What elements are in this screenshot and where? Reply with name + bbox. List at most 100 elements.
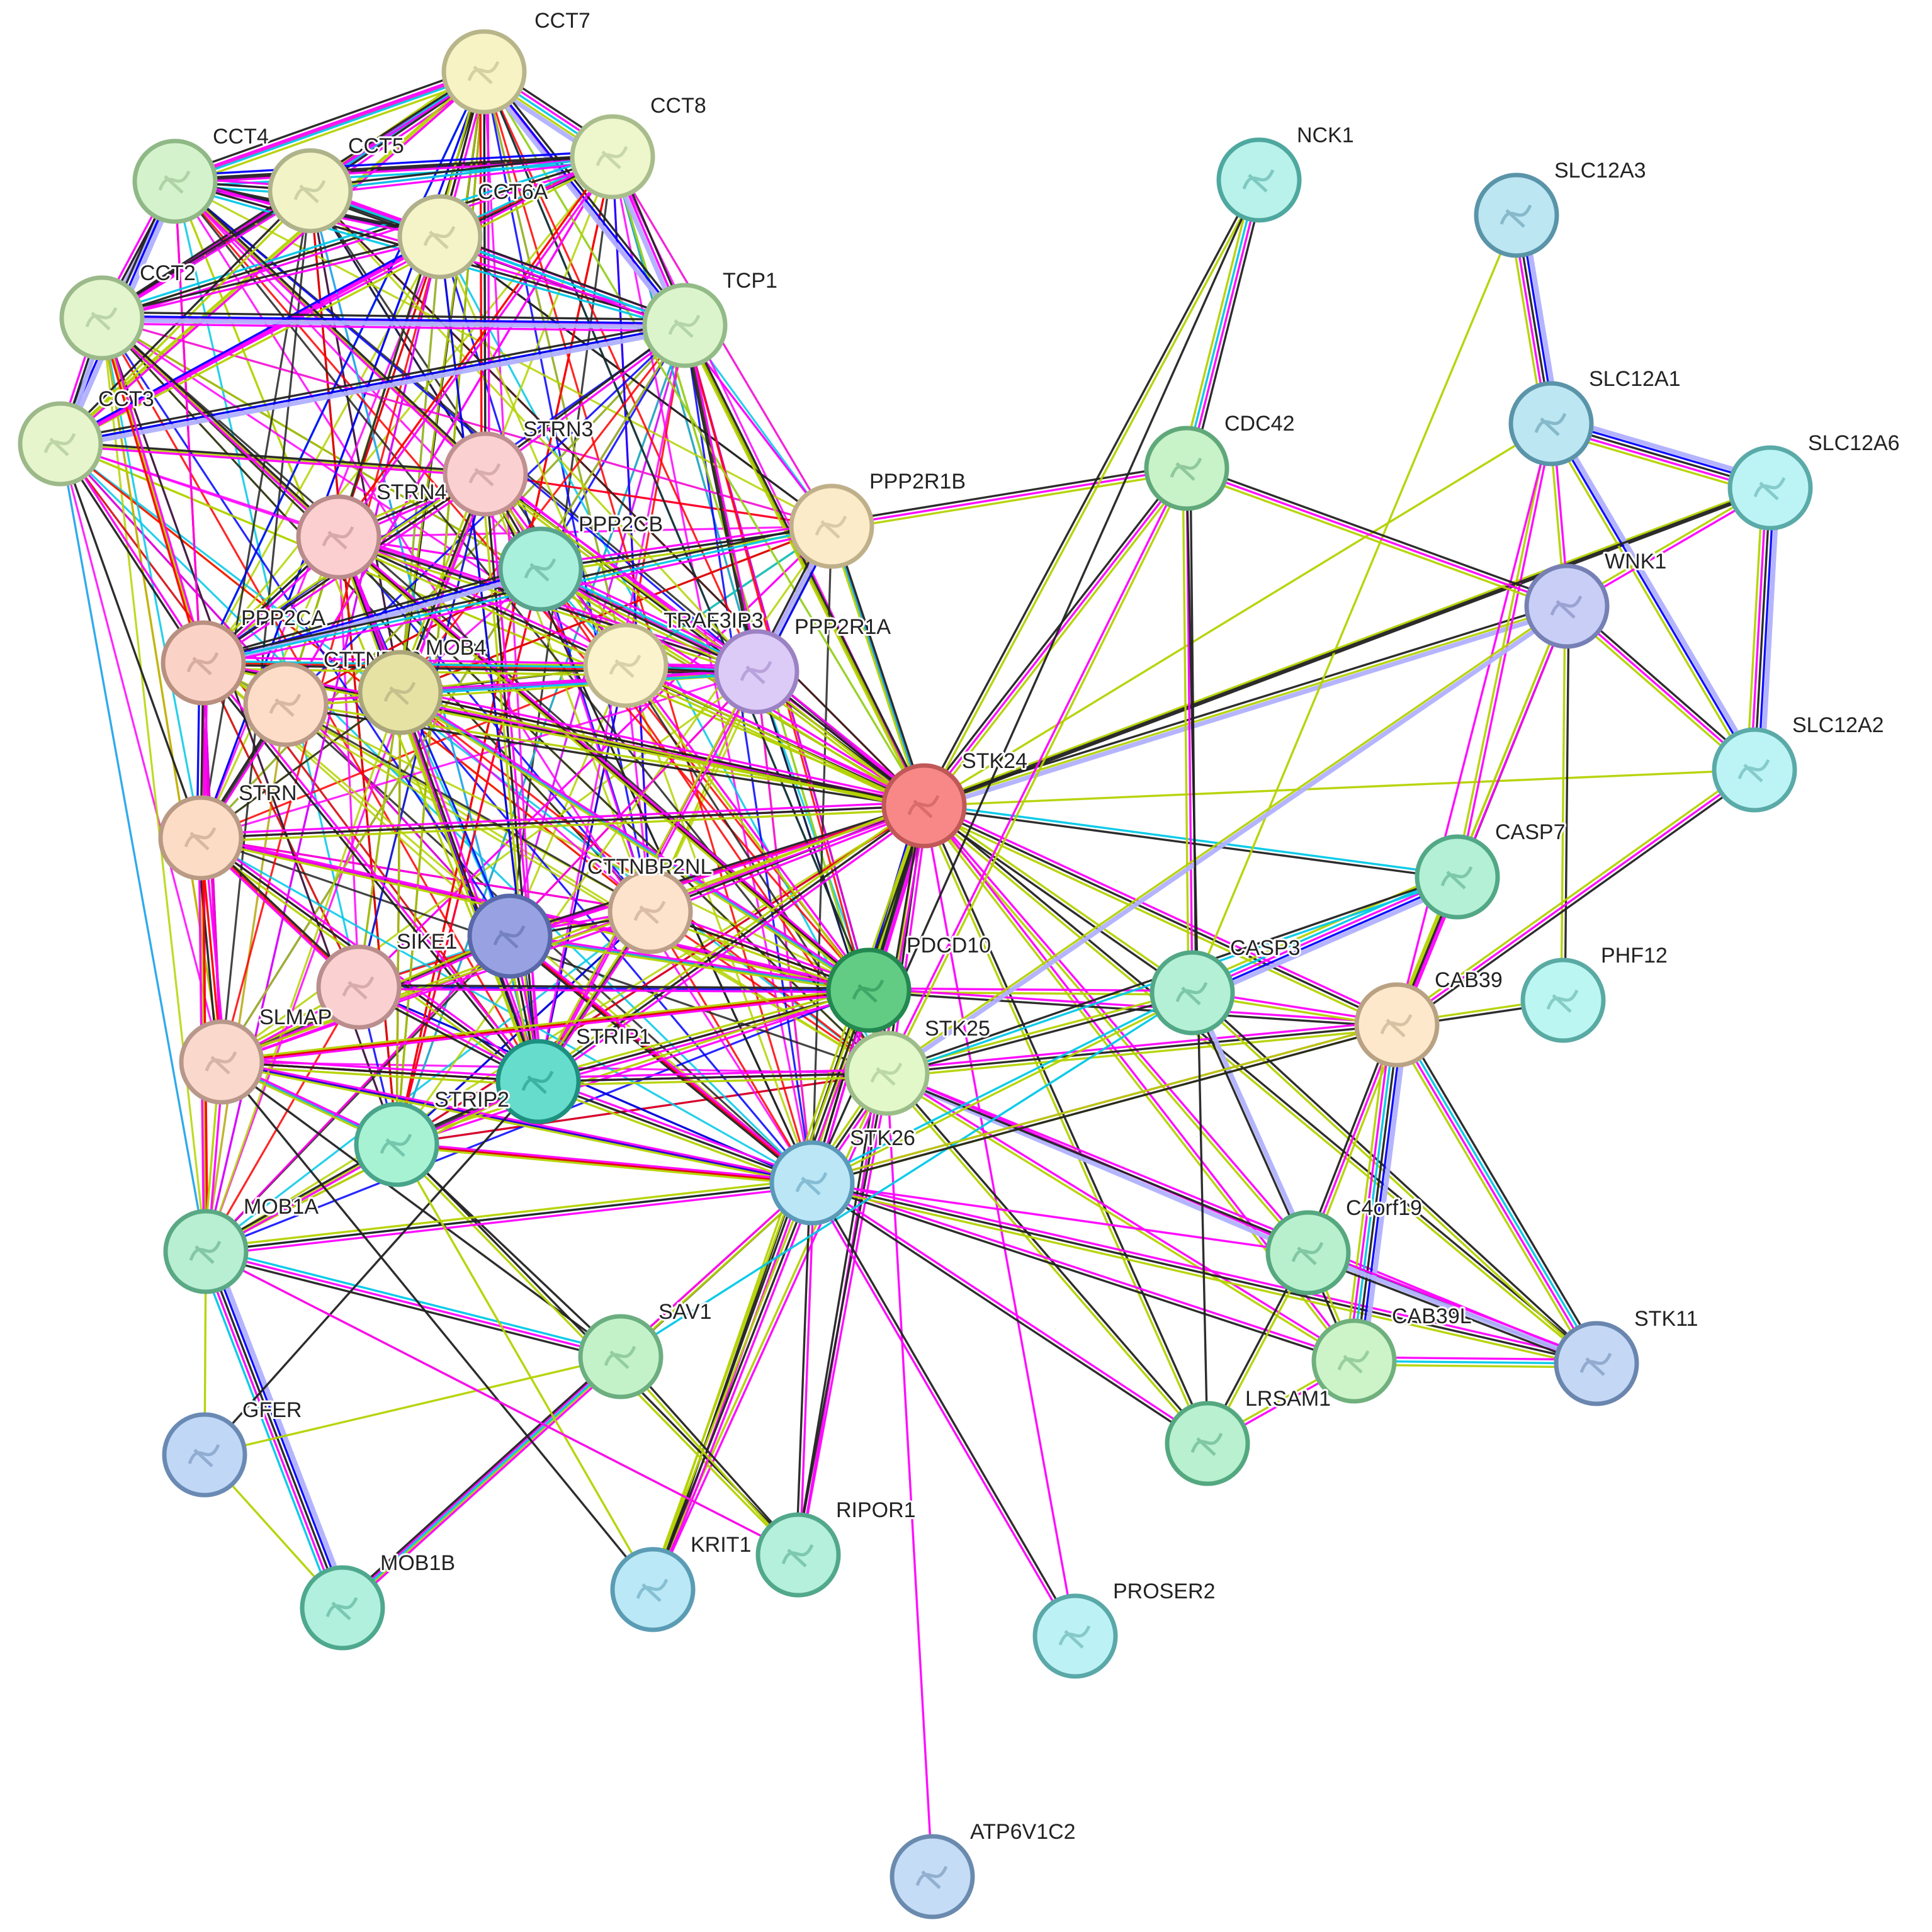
node-cab39l[interactable]: CAB39L: [1311, 1302, 1474, 1404]
node-tcp1[interactable]: TCP1: [642, 267, 779, 368]
node-strn4[interactable]: STRN4: [296, 478, 448, 580]
edge-line: [200, 801, 924, 835]
edge-line: [924, 803, 1599, 1363]
node-ripor1[interactable]: RIPOR1: [755, 1496, 918, 1598]
edge-line: [198, 1253, 337, 1611]
node-krit1[interactable]: KRIT1: [610, 1531, 753, 1632]
edge-line: [1192, 990, 1599, 1364]
node-mob1a[interactable]: MOB1A: [163, 1193, 320, 1294]
node-cct7[interactable]: CCT7: [441, 7, 592, 115]
node-atp6v1c2[interactable]: ATP6V1C2: [890, 1818, 1078, 1919]
node-pdcd10[interactable]: PDCD10: [826, 932, 993, 1033]
node-lrsam1[interactable]: LRSAM1: [1165, 1385, 1333, 1486]
node-casp3[interactable]: CASP3: [1150, 934, 1302, 1036]
node-label: CCT3: [98, 387, 154, 411]
node-proser2[interactable]: PROSER2: [1032, 1578, 1217, 1679]
node-cct6a[interactable]: CCT6A: [397, 178, 550, 280]
edge-line: [102, 315, 686, 325]
node-traf3ip3[interactable]: TRAF3IP3: [583, 607, 765, 708]
node-phf12[interactable]: PHF12: [1520, 942, 1669, 1043]
node-ppp2ca[interactable]: PPP2CA: [161, 604, 327, 706]
edge-line: [536, 1084, 811, 1188]
node-cab39[interactable]: CAB39: [1354, 966, 1505, 1068]
edge-line: [222, 1059, 813, 1182]
node-cct5[interactable]: CCT5: [268, 132, 406, 234]
edge-line: [60, 443, 339, 538]
edge-line: [1192, 991, 1313, 1253]
edge-line: [831, 467, 1187, 528]
node-stk24[interactable]: STK24: [881, 747, 1029, 849]
node-slmap[interactable]: SLMAP: [179, 1003, 334, 1105]
edge-line: [359, 984, 869, 990]
node-cct3[interactable]: CCT3: [18, 385, 156, 487]
edge-line: [886, 1020, 1397, 1071]
node-slc12a3[interactable]: SLC12A3: [1474, 157, 1648, 258]
node-strip2[interactable]: STRIP2: [354, 1086, 511, 1187]
edge-line: [1749, 487, 1768, 770]
node-ppp2r1b[interactable]: PPP2R1B: [789, 468, 968, 569]
node-casp7[interactable]: CASP7: [1415, 818, 1568, 920]
edge-line: [395, 1143, 622, 1358]
protein-structure-icon: [1737, 759, 1770, 782]
edge-line: [399, 325, 686, 693]
node-slc12a6[interactable]: SLC12A6: [1727, 429, 1902, 531]
protein-structure-icon: [604, 1345, 636, 1369]
edge-line: [221, 670, 757, 1063]
node-stk26[interactable]: STK26: [769, 1124, 917, 1226]
edge-line: [885, 1073, 1309, 1257]
node-sav1[interactable]: SAV1: [578, 1298, 713, 1399]
node-label: CASP7: [1495, 820, 1566, 844]
node-ccdc[interactable]: [316, 944, 402, 1030]
protein-structure-icon: [1534, 412, 1567, 436]
node-ppp2r1a[interactable]: PPP2R1A: [714, 613, 893, 715]
node-strip1[interactable]: STRIP1: [495, 1023, 653, 1124]
node-cdc42[interactable]: CDC42: [1144, 410, 1296, 511]
node-nck1[interactable]: NCK1: [1216, 121, 1356, 223]
node-label: ATP6V1C2: [970, 1820, 1076, 1844]
edge-line: [1190, 872, 1457, 991]
node-slc12a1[interactable]: SLC12A1: [1508, 365, 1683, 466]
edge-line: [536, 985, 868, 1079]
protein-structure-icon: [1190, 1432, 1223, 1456]
edge-line: [309, 189, 925, 807]
edge-line: [59, 154, 613, 443]
node-label: TRAF3IP3: [664, 609, 764, 633]
node-cct4[interactable]: CCT4: [132, 123, 271, 224]
node-stk11[interactable]: STK11: [1554, 1305, 1700, 1406]
edge-line: [205, 1178, 812, 1249]
edge-line: [621, 1354, 801, 1555]
protein-structure-icon: [1753, 477, 1786, 500]
edge-line: [221, 987, 869, 1061]
protein-structure-icon: [158, 170, 191, 194]
protein-structure-icon: [521, 1070, 554, 1094]
node-cttnbp2nl[interactable]: CTTNBP2NL: [585, 853, 714, 954]
edge-line: [1547, 425, 1753, 772]
edge-line: [285, 703, 651, 913]
edge-line: [59, 443, 207, 1252]
node-stk25[interactable]: STK25: [844, 1015, 992, 1116]
node-ppp2cb[interactable]: PPP2CB: [498, 511, 665, 612]
node-mob4[interactable]: MOB4: [358, 634, 488, 735]
node-label: CDC42: [1224, 412, 1294, 436]
node-cct2[interactable]: CCT2: [59, 259, 198, 361]
edge-line: [1560, 606, 1566, 1000]
protein-structure-icon: [1440, 866, 1473, 890]
protein-structure-icon: [870, 1062, 903, 1086]
node-strn[interactable]: STRN: [158, 779, 299, 881]
edge-line: [60, 443, 486, 475]
node-c4orf19[interactable]: C4orf19: [1265, 1194, 1424, 1296]
node-sike1[interactable]: SIKE1: [395, 893, 553, 979]
node-gfer[interactable]: GFER: [162, 1396, 303, 1498]
node-strn3[interactable]: STRN3: [443, 415, 595, 517]
node-label: PROSER2: [1113, 1579, 1216, 1603]
edge-line: [438, 239, 684, 330]
edge-line: [59, 320, 685, 441]
node-wnk1[interactable]: WNK1: [1524, 548, 1668, 649]
node-label: CCT7: [534, 9, 590, 33]
protein-structure-icon: [852, 979, 884, 1003]
node-label: PPP2R1A: [794, 615, 891, 639]
node-slc12a2[interactable]: SLC12A2: [1712, 711, 1886, 813]
node-mob1b[interactable]: MOB1B: [300, 1549, 457, 1651]
node-cct8[interactable]: CCT8: [570, 92, 708, 200]
protein-structure-icon: [636, 1578, 669, 1602]
